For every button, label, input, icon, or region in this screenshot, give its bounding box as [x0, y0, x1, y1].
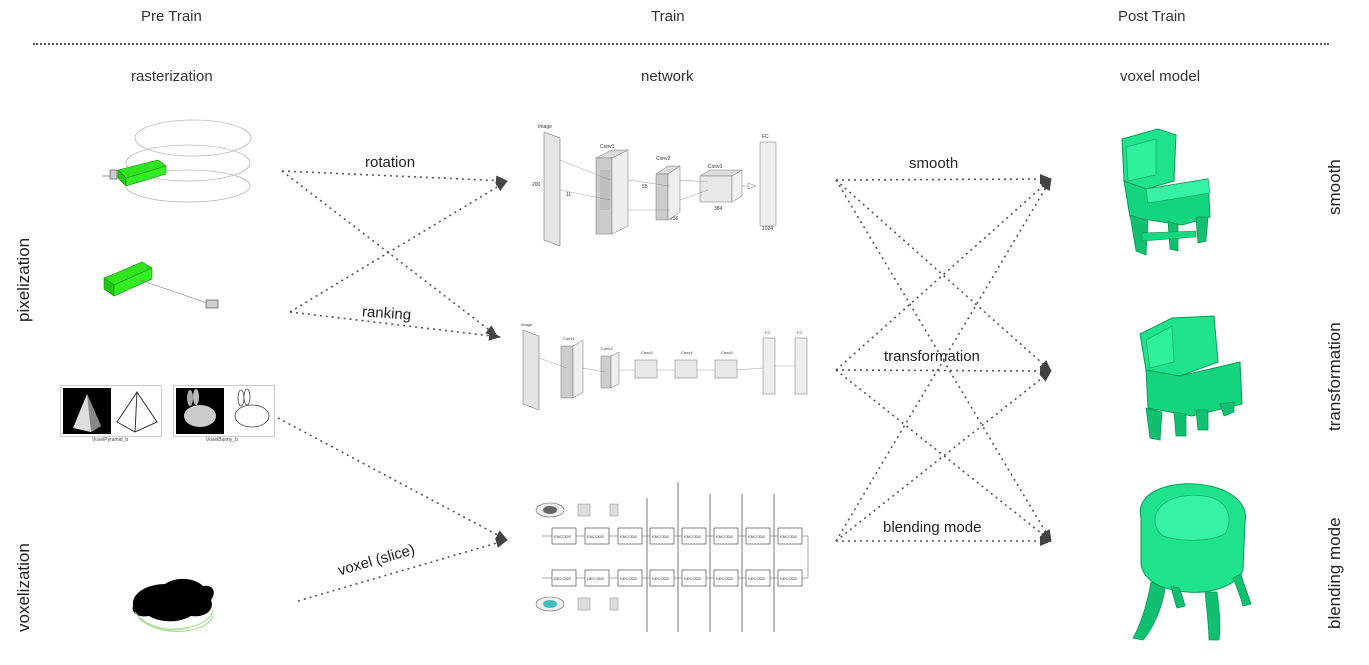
edge-label-rotation: rotation: [365, 154, 416, 171]
network-1-diagram: Image Conv1 Conv2 Conv3 FC 200 11 55 256…: [532, 124, 777, 247]
svg-text:DECODE: DECODE: [587, 576, 604, 581]
pyramid-thumbnail: [60, 385, 162, 437]
svg-text:DECODE: DECODE: [652, 576, 669, 581]
svg-text:ENCODE: ENCODE: [748, 534, 765, 539]
svg-text:Conv1: Conv1: [600, 144, 615, 150]
svg-text:ENCODE: ENCODE: [780, 534, 797, 539]
svg-text:ENCODE: ENCODE: [652, 534, 669, 539]
edge-bunny-voxel: [277, 417, 508, 541]
svg-text:11: 11: [566, 192, 571, 198]
svg-text:ENCODE: ENCODE: [716, 534, 733, 539]
svg-text:Conv2: Conv2: [601, 346, 613, 351]
svg-text:Conv4: Conv4: [681, 350, 693, 355]
voxel-chair-blending: [1132, 483, 1252, 641]
net1-input-label: Image: [538, 124, 552, 130]
svg-text:200: 200: [532, 182, 541, 188]
network-2-diagram: Image Conv1 Conv2 Conv3 Conv4 Conv5 FC F…: [521, 322, 808, 411]
svg-text:ENCODE: ENCODE: [620, 534, 637, 539]
edge-label-transformation: transformation: [884, 348, 980, 365]
net2-input-label: Image: [521, 322, 533, 327]
svg-text:FC: FC: [762, 134, 769, 140]
subheader-network: network: [641, 68, 694, 85]
svg-text:384: 384: [714, 206, 723, 212]
encode-block-label: ENCODE: [554, 534, 571, 539]
subheader-voxel-model: voxel model: [1120, 68, 1201, 85]
svg-text:DECODE: DECODE: [748, 576, 765, 581]
svg-text:FC: FC: [765, 330, 770, 335]
pyramid-caption: VoxelPyramid_b: [92, 437, 129, 443]
rotation-render-image: [102, 119, 252, 203]
edge-rotation-1: [281, 170, 508, 186]
voxel-slice-image: [132, 578, 214, 632]
decode-block-label: DECODE: [554, 576, 571, 581]
svg-text:Conv3: Conv3: [641, 350, 653, 355]
edge-label-ranking: ranking: [361, 303, 412, 324]
edge-label-smooth: smooth: [909, 155, 959, 172]
svg-text:Conv2: Conv2: [656, 156, 671, 162]
svg-text:FC: FC: [797, 330, 802, 335]
voxel-chair-transformation: [1139, 315, 1243, 441]
svg-text:Conv1: Conv1: [563, 336, 575, 341]
svg-text:DECODE: DECODE: [684, 576, 701, 581]
svg-text:Conv5: Conv5: [721, 350, 733, 355]
network-3-diagram: ENCODE ENCODE ENCODE ENCODE ENCODE ENCOD…: [535, 482, 809, 632]
edge-voxel-slice: [297, 538, 508, 602]
ranking-render-image: [103, 261, 219, 309]
header-pre-train: Pre Train: [141, 8, 202, 25]
bunny-caption: VoxelBunny_b: [206, 437, 238, 443]
svg-text:256: 256: [670, 216, 679, 222]
edge-label-blending-mode: blending mode: [883, 519, 982, 536]
header-post-train: Post Train: [1118, 8, 1186, 25]
svg-text:ENCODE: ENCODE: [587, 534, 604, 539]
bunny-thumbnail: [173, 385, 275, 437]
svg-text:DECODE: DECODE: [780, 576, 797, 581]
svg-text:DECODE: DECODE: [620, 576, 637, 581]
svg-text:DECODE: DECODE: [716, 576, 733, 581]
subheader-rasterization: rasterization: [131, 68, 213, 85]
header-train: Train: [651, 8, 685, 25]
edge-cross-2: [289, 180, 508, 313]
svg-text:ENCODE: ENCODE: [684, 534, 701, 539]
voxel-chair-smooth: [1121, 128, 1211, 256]
svg-text:Conv3: Conv3: [708, 164, 723, 170]
header-divider: [33, 43, 1329, 45]
svg-text:1024: 1024: [762, 226, 773, 232]
svg-text:55: 55: [642, 184, 648, 190]
